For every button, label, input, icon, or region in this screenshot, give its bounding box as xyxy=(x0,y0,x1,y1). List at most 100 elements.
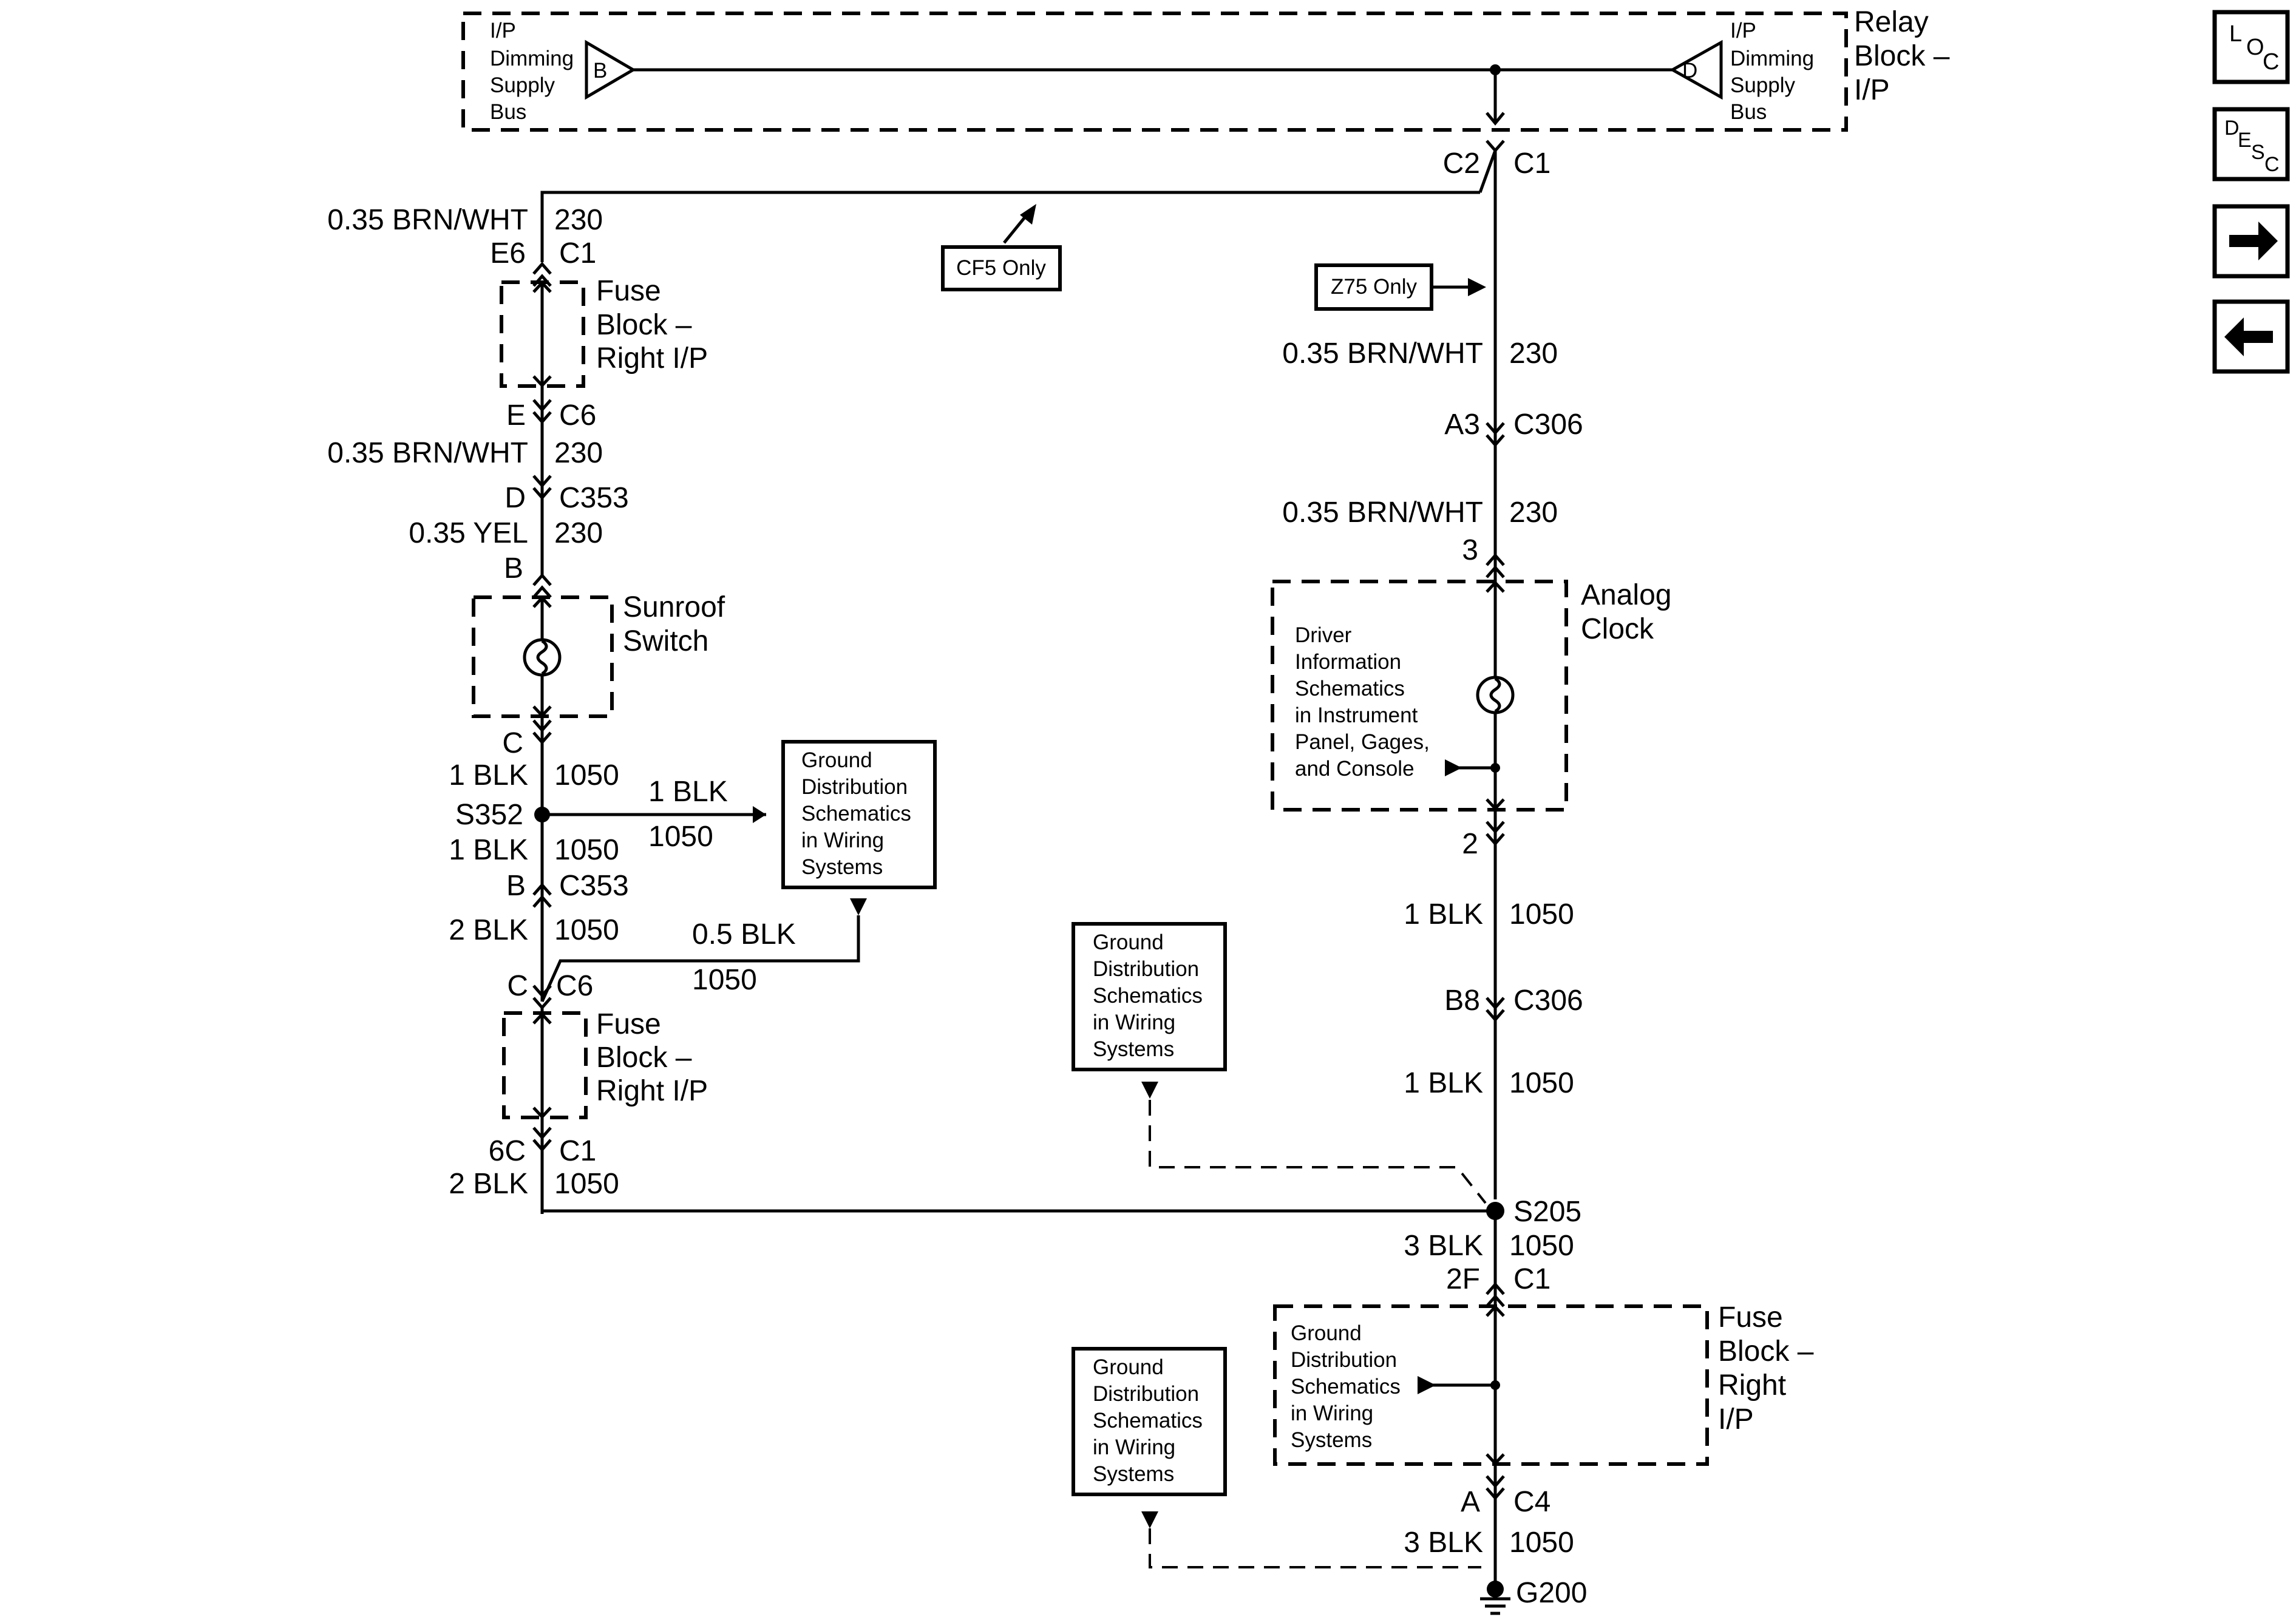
left-wire5-circuit: 1050 xyxy=(554,834,619,866)
c4-conn: C4 xyxy=(1513,1486,1550,1518)
left-wire6-color: 2 BLK xyxy=(449,914,528,946)
right-wire2-color: 0.35 BRN/WHT xyxy=(1282,497,1483,529)
prev-page-button[interactable] xyxy=(2212,299,2290,374)
left-bus-label-1: I/P xyxy=(490,19,516,42)
ground-ref-bot-1: Ground xyxy=(1093,1355,1164,1379)
clock-ref-2: Information xyxy=(1295,650,1401,674)
fuse-ref-5: Systems xyxy=(1291,1428,1372,1452)
branch2-wire-color: 0.5 BLK xyxy=(692,918,796,951)
fuse-block-1-label-2: Block – xyxy=(596,309,692,341)
left-wire7-color: 2 BLK xyxy=(449,1168,528,1200)
right-wire6-color: 3 BLK xyxy=(1404,1527,1483,1559)
bus-terminal-d-icon xyxy=(1669,39,1723,100)
c306-pin-a3: A3 xyxy=(1444,408,1480,441)
c306-conn-b: C306 xyxy=(1513,985,1583,1017)
sunroof-switch xyxy=(472,595,614,718)
clock-ref-6: and Console xyxy=(1295,757,1415,781)
sunroof-pin-c: C xyxy=(502,727,523,759)
splice-s352: S352 xyxy=(455,799,523,831)
left-wire4-circuit: 1050 xyxy=(554,759,619,792)
fuse2-conn: C6 xyxy=(556,970,593,1002)
ground-symbol-icon xyxy=(1480,1581,1510,1615)
fuse-block-3-label-1: Fuse xyxy=(1718,1301,1783,1334)
ground-ref-left-2: Distribution xyxy=(801,775,908,799)
fuse-ref-4: in Wiring xyxy=(1291,1402,1373,1425)
clock-ref-1: Driver xyxy=(1295,623,1352,647)
right-wire2-circuit: 230 xyxy=(1509,497,1558,529)
left-wire1-circuit: 230 xyxy=(554,204,603,236)
left-bus-label-2: Dimming xyxy=(490,47,574,70)
ground-ref-mid-4: in Wiring xyxy=(1093,1011,1175,1034)
connector-c2: C2 xyxy=(1443,147,1480,180)
fuse-block-2 xyxy=(502,1011,588,1119)
left-bus-label-3: Supply xyxy=(490,73,555,97)
arrow-left-icon xyxy=(2224,317,2273,356)
fuse1-top-conn: C1 xyxy=(559,237,596,270)
clock-pin-3: 3 xyxy=(1462,534,1478,566)
ground-ref-bot-4: in Wiring xyxy=(1093,1436,1175,1459)
fuse2-pin: C xyxy=(507,970,528,1002)
left-wire4-color: 1 BLK xyxy=(449,759,528,792)
right-wire5-circuit: 1050 xyxy=(1509,1230,1574,1262)
fuse-ref-3: Schematics xyxy=(1291,1375,1401,1398)
loc-button[interactable]: L O C xyxy=(2212,10,2290,84)
ground-ref-box-bottom[interactable] xyxy=(1072,1347,1227,1496)
right-wire5-color: 3 BLK xyxy=(1404,1230,1483,1262)
branch-wire-color: 1 BLK xyxy=(648,776,728,808)
ground-return-wire xyxy=(540,1184,1495,1213)
fuse1-bottom-conn: C6 xyxy=(559,399,596,432)
ground-ref-box-left[interactable] xyxy=(781,740,937,889)
fuse-block-3-label-2: Block – xyxy=(1718,1335,1814,1368)
connector-c1-top: C1 xyxy=(1513,147,1550,180)
desc-letter-s: S xyxy=(2251,141,2265,164)
bus-terminal-b-icon xyxy=(585,39,636,100)
c353-conn-a: C353 xyxy=(559,482,629,514)
arrow-right-icon xyxy=(2229,222,2278,260)
c353-pin-d: D xyxy=(504,482,526,514)
ground-ref-mid-5: Systems xyxy=(1093,1037,1174,1061)
fuse-ref-1: Ground xyxy=(1291,1321,1362,1345)
clock-ref-4: in Instrument xyxy=(1295,703,1418,727)
desc-button[interactable]: D E S C xyxy=(2212,107,2290,181)
z75-option-box xyxy=(1314,263,1433,311)
clock-label-2: Clock xyxy=(1581,613,1654,645)
left-wire2-circuit: 230 xyxy=(554,437,603,469)
loc-letter-o: O xyxy=(2246,35,2264,60)
ground-ref-box-middle[interactable] xyxy=(1072,922,1227,1071)
bus-letter-d: D xyxy=(1682,59,1697,83)
clock-ref-5: Panel, Gages, xyxy=(1295,730,1430,754)
ground-ref-bot-3: Schematics xyxy=(1093,1409,1203,1432)
sunroof-pin-b: B xyxy=(504,552,523,585)
ground-ref-bot-5: Systems xyxy=(1093,1462,1174,1486)
left-bus-label-4: Bus xyxy=(490,100,526,124)
fuse-ref-2: Distribution xyxy=(1291,1348,1397,1372)
right-bus-label-2: Dimming xyxy=(1730,47,1814,70)
fuse-block-3 xyxy=(1273,1304,1709,1466)
sunroof-label-2: Switch xyxy=(623,625,708,657)
clock-lamp-icon xyxy=(1489,677,1501,713)
fuse-block-3-label-3: Right xyxy=(1718,1369,1786,1402)
relay-block-label-2: Block – xyxy=(1854,40,1950,72)
relay-block-ip: I/P Dimming Supply Bus B D I/P Dimming S… xyxy=(461,12,1848,132)
relay-block-label-3: I/P xyxy=(1854,74,1890,106)
ground-ref-bot-2: Distribution xyxy=(1093,1382,1199,1406)
loc-letter-l: L xyxy=(2229,21,2242,47)
branch-wire-circuit: 1050 xyxy=(648,821,713,853)
fuse-block-2-label-1: Fuse xyxy=(596,1008,661,1040)
bus-letter-b: B xyxy=(593,59,607,83)
next-page-button[interactable] xyxy=(2212,204,2290,279)
fuse-block-1-label-1: Fuse xyxy=(596,275,661,307)
fuse-block-2-label-3: Right I/P xyxy=(596,1075,708,1107)
c306-conn-a: C306 xyxy=(1513,408,1583,441)
branch2-wire-circuit: 1050 xyxy=(692,964,757,996)
left-wire3-circuit: 230 xyxy=(554,517,603,549)
right-bus-label-3: Supply xyxy=(1730,73,1796,97)
fuse-block-3-label-4: I/P xyxy=(1718,1403,1754,1436)
right-wire3-circuit: 1050 xyxy=(1509,898,1574,931)
loc-letter-c: C xyxy=(2263,49,2279,75)
left-wire2-color: 0.35 BRN/WHT xyxy=(327,437,528,469)
c4-pin-a: A xyxy=(1461,1486,1480,1518)
c353-conn-b: C353 xyxy=(559,870,629,902)
c306-pin-b8: B8 xyxy=(1444,985,1480,1017)
left-feed-wire xyxy=(540,191,1480,262)
